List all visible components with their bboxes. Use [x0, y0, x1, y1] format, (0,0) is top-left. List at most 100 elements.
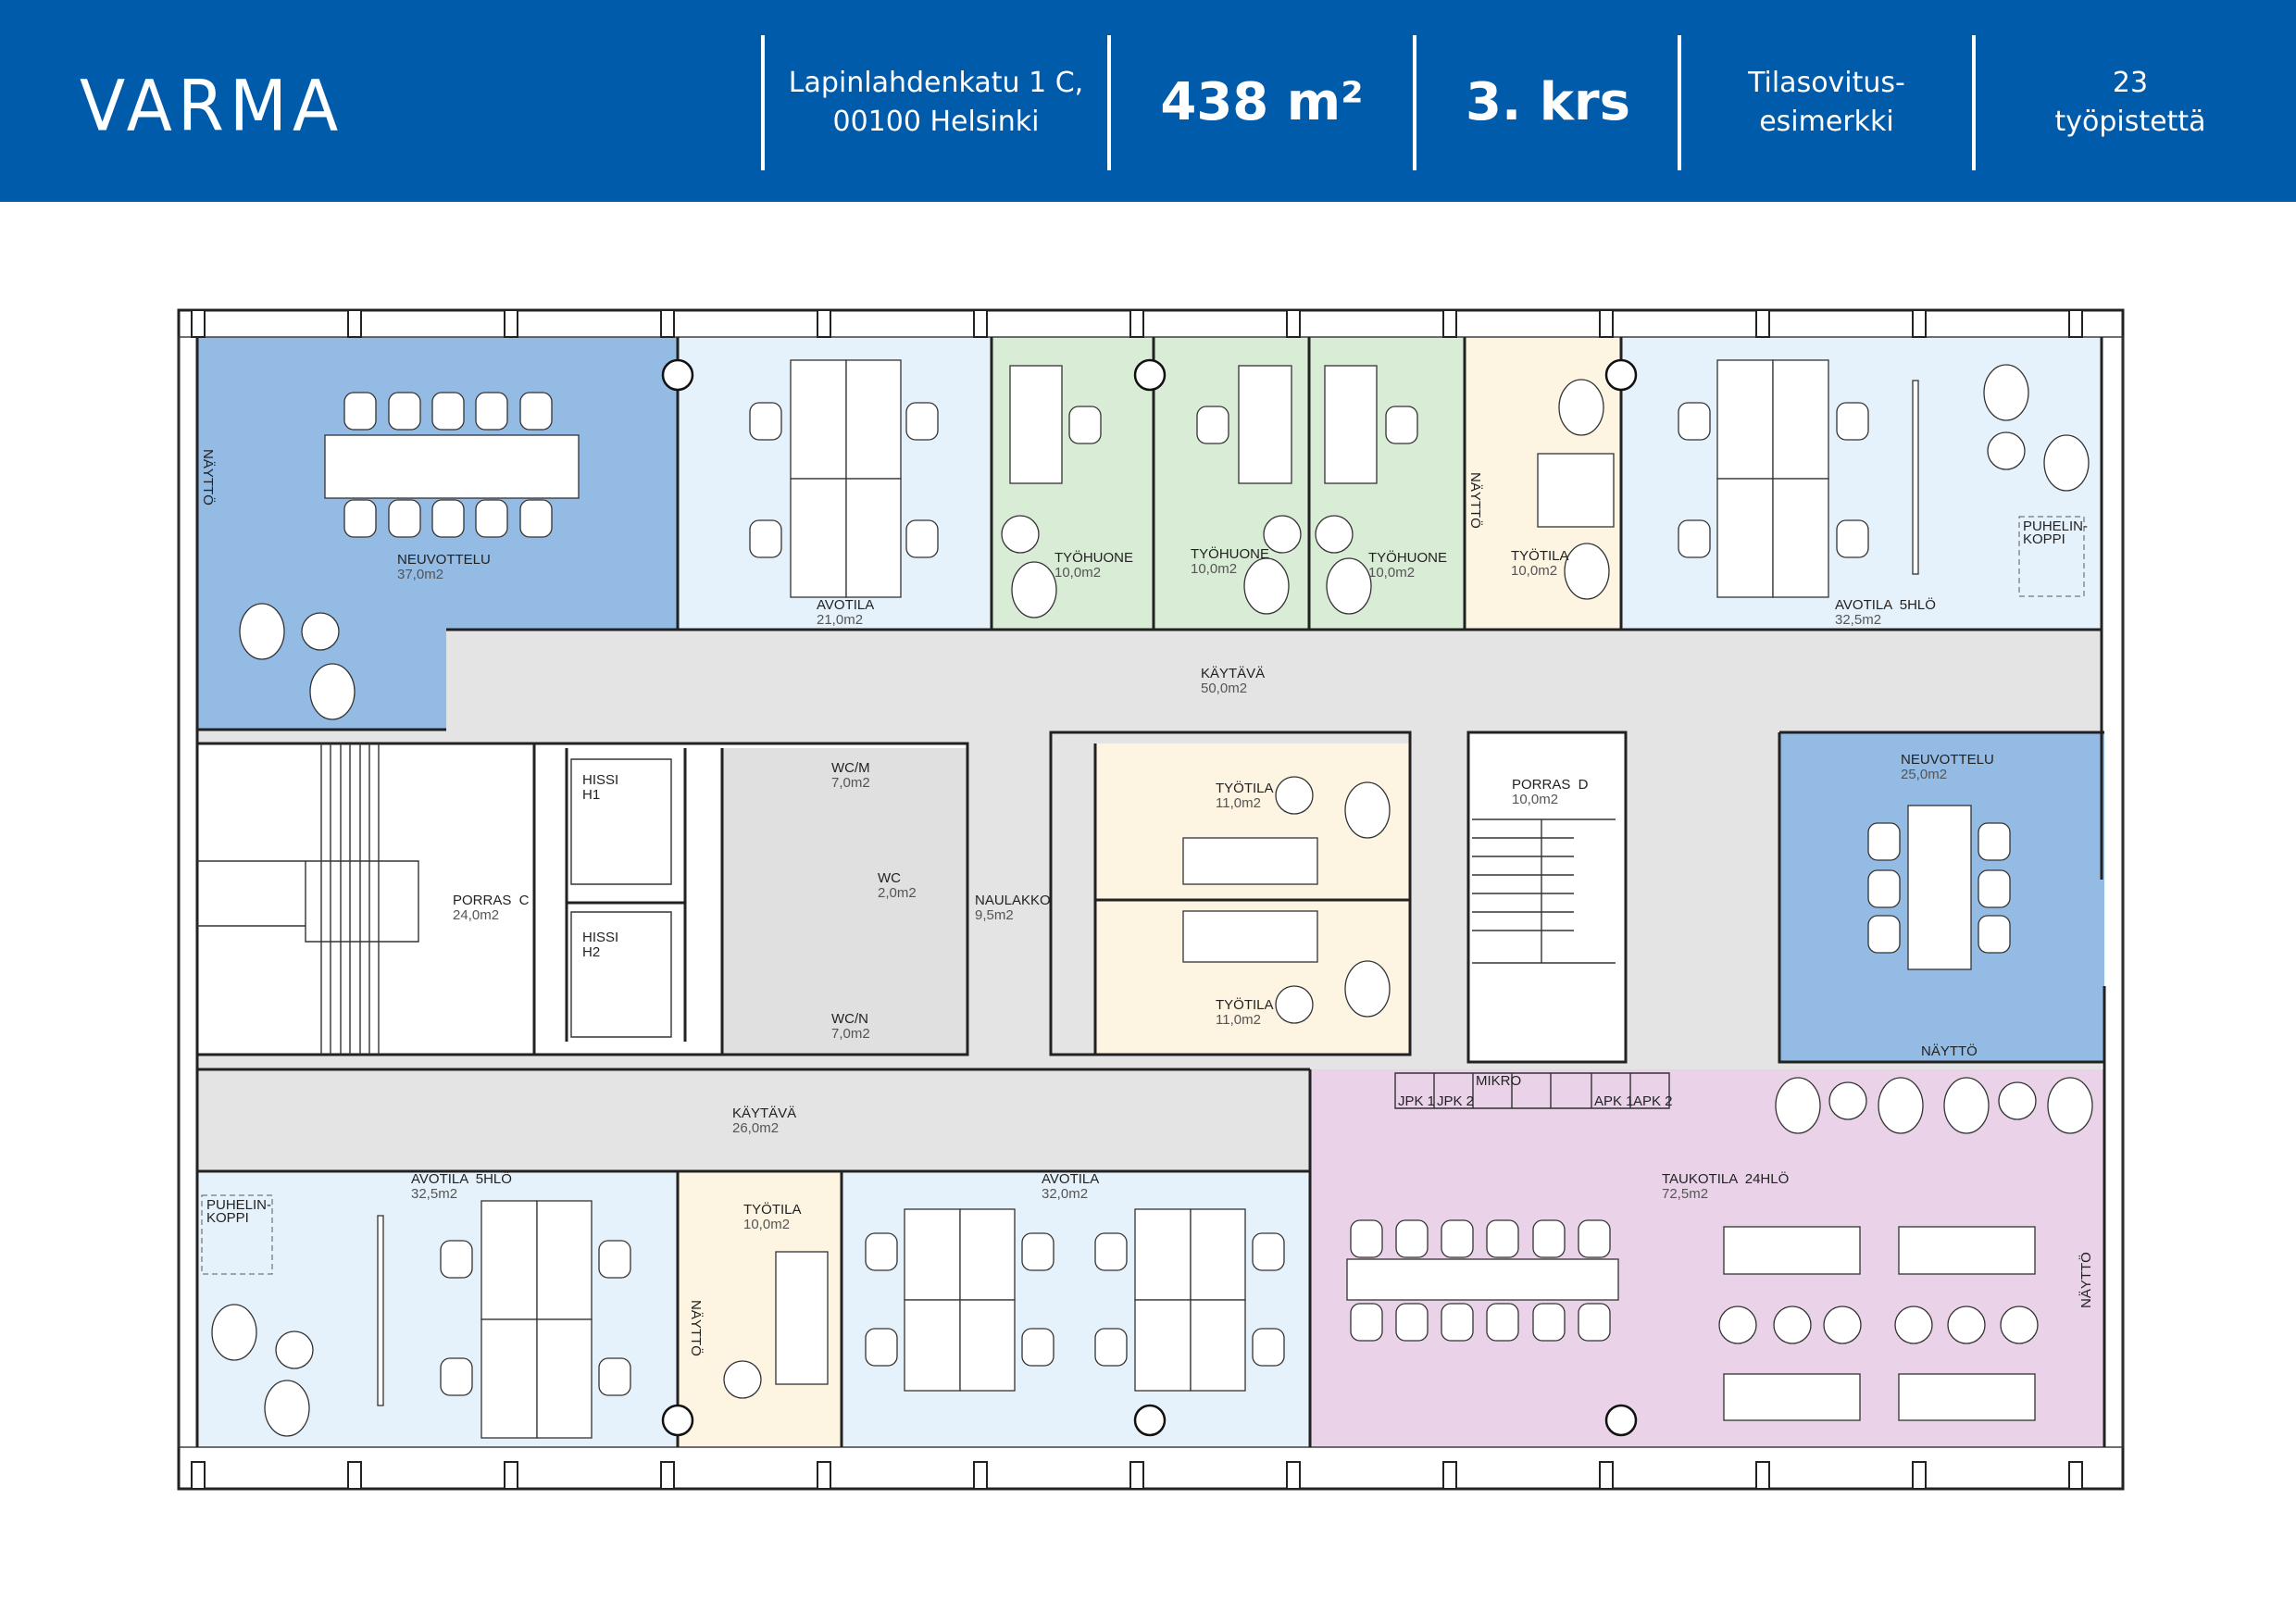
- desk: [480, 1318, 538, 1439]
- lounge-chair: [1558, 379, 1604, 436]
- header-banner: VARMA Lapinlahdenkatu 1 C,00100 Helsinki…: [0, 0, 2296, 202]
- chair: [1867, 915, 1901, 954]
- lounge-chair: [211, 1304, 257, 1361]
- mullion: [973, 1461, 988, 1490]
- chair: [1252, 1232, 1285, 1271]
- chair: [1867, 869, 1901, 908]
- chair: [431, 499, 465, 538]
- area-wc-n: 7,0m2: [831, 1026, 870, 1042]
- room-porras-d: [1468, 732, 1626, 1062]
- chair: [1395, 1303, 1429, 1342]
- column: [1604, 358, 1638, 392]
- desk: [1716, 478, 1774, 598]
- round-table: [1315, 515, 1354, 554]
- label-tyohuone: TYÖHUONE: [1191, 545, 1269, 562]
- area-tyotila: 11,0m2: [1216, 1012, 1261, 1028]
- divider: [1107, 35, 1111, 170]
- lounge-chair: [2047, 1077, 2093, 1134]
- area-tyotila: 10,0m2: [743, 1217, 790, 1232]
- label-phone-booth: KOPPI: [2023, 531, 2065, 547]
- divider: [1413, 35, 1416, 170]
- screen-label: NÄYTTÖ: [1467, 472, 1484, 529]
- label-neuvottelu: NEUVOTTELU: [1901, 752, 1994, 768]
- divider: [1972, 35, 1976, 170]
- chair: [519, 392, 553, 431]
- label-hissi: HISSI: [582, 930, 618, 945]
- divider: [761, 35, 765, 170]
- mullion: [191, 309, 206, 338]
- area-kaytava: 26,0m2: [732, 1120, 779, 1136]
- label-wc-n: WC/N: [831, 1011, 868, 1027]
- label-tyotila: TYÖTILA: [1216, 780, 1274, 796]
- lounge-chair: [1326, 557, 1372, 615]
- lounge-chair: [1564, 543, 1610, 600]
- chair: [1350, 1219, 1383, 1258]
- partition: [377, 1215, 384, 1406]
- label-porras-c: PORRAS C: [453, 893, 530, 908]
- label-avotila-5hlo: AVOTILA 5HLÖ: [1835, 596, 1936, 613]
- round-table: [1823, 1305, 1862, 1344]
- chair: [1196, 406, 1229, 444]
- desk: [536, 1200, 593, 1320]
- sofa: [1723, 1226, 1861, 1275]
- column: [661, 1404, 694, 1437]
- label-avotila-5hlo: AVOTILA 5HLÖ: [411, 1170, 512, 1187]
- kitchen-label: APK 1: [1594, 1093, 1634, 1109]
- desk: [1772, 478, 1829, 598]
- area-avotila: 32,0m2: [1042, 1186, 1088, 1202]
- mullion: [1755, 1461, 1770, 1490]
- chair: [865, 1232, 898, 1271]
- chair: [440, 1240, 473, 1279]
- varma-logo: VARMA: [80, 64, 344, 147]
- elevator-shafts: [570, 758, 672, 1038]
- mullion: [2068, 1461, 2083, 1490]
- area-wc: 2,0m2: [878, 885, 917, 901]
- chair: [1532, 1219, 1566, 1258]
- desk: [959, 1208, 1016, 1301]
- plan-type-line1: Tilasovitus-: [1748, 67, 1905, 99]
- label-kaytava: KÄYTÄVÄ: [732, 1106, 796, 1121]
- lounge-chair: [1983, 364, 2029, 421]
- lounge-chair: [1011, 561, 1057, 618]
- chair: [749, 519, 782, 558]
- mullion: [347, 1461, 362, 1490]
- mullion: [817, 1461, 831, 1490]
- area-taukotila: 72,5m2: [1662, 1186, 1708, 1202]
- sofa: [1182, 910, 1318, 963]
- divider: [1678, 35, 1681, 170]
- address-line1: Lapinlahdenkatu 1 C,: [788, 67, 1084, 99]
- chair: [1068, 406, 1102, 444]
- wc-area: [722, 748, 967, 1055]
- label-taukotila: TAUKOTILA 24HLÖ: [1662, 1170, 1789, 1187]
- mullion: [1286, 1461, 1301, 1490]
- chair: [1578, 1219, 1611, 1258]
- desk: [904, 1208, 961, 1301]
- label-avotila: AVOTILA: [817, 597, 874, 613]
- label-tyotila: TYÖTILA: [743, 1201, 802, 1218]
- mullion: [660, 309, 675, 338]
- lounge-chair: [1243, 557, 1290, 615]
- dining-table: [1346, 1258, 1619, 1301]
- sofa: [1723, 1373, 1861, 1421]
- mullion: [504, 1461, 518, 1490]
- chair: [475, 392, 508, 431]
- desk: [1716, 359, 1774, 480]
- desk: [1009, 365, 1063, 484]
- round-table: [301, 612, 340, 651]
- chair: [1978, 915, 2011, 954]
- lounge-chair: [1943, 1077, 1990, 1134]
- area-neuvottelu: 37,0m2: [397, 567, 443, 582]
- floor-number: 3. krs: [1466, 71, 1630, 132]
- sofa: [1898, 1226, 2036, 1275]
- round-table: [1987, 431, 2026, 470]
- label-tyotila: TYÖTILA: [1216, 996, 1274, 1013]
- chair: [1978, 822, 2011, 861]
- round-table: [2000, 1305, 2039, 1344]
- lounge-chair: [309, 663, 356, 720]
- mullion: [1912, 309, 1927, 338]
- area-porras-c: 24,0m2: [453, 907, 499, 923]
- screen: [1537, 453, 1615, 528]
- area-neuvottelu: 25,0m2: [1901, 767, 1947, 782]
- meeting-table: [1907, 805, 1972, 970]
